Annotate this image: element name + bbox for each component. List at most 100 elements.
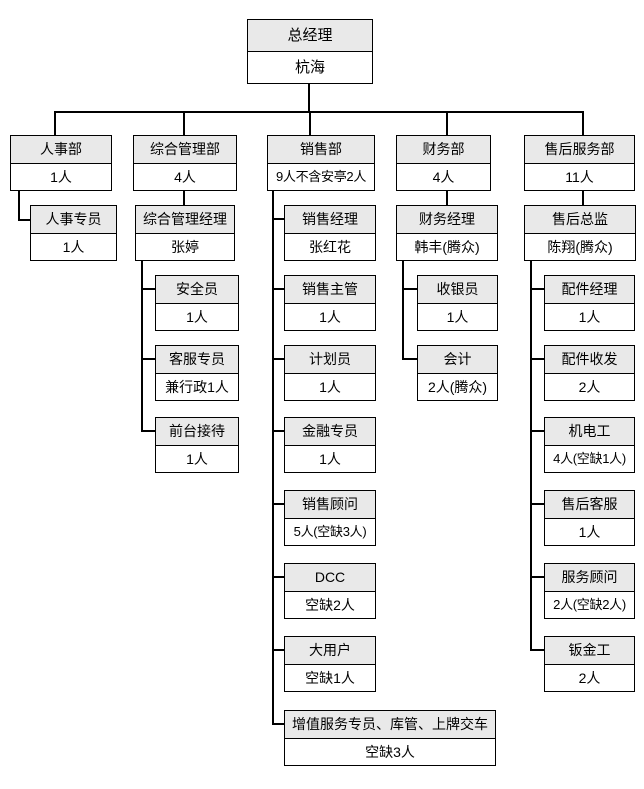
node-value: 1人 [156,446,238,472]
node-value: 4人 [397,164,490,190]
connector-line [530,649,544,651]
node-value: 空缺1人 [285,665,375,691]
org-node-aftersales-director: 售后总监 陈翔(腾众) [524,205,636,261]
connector-line [446,191,448,205]
org-node-aftersales-dept: 售后服务部 11人 [524,135,635,191]
node-title: 安全员 [156,276,238,304]
connector-line [582,111,584,135]
org-node-accountant: 会计 2人(腾众) [417,345,498,401]
org-node-receptionist: 前台接待 1人 [155,417,239,473]
node-title: 售后服务部 [525,136,634,164]
org-node-hr-specialist: 人事专员 1人 [30,205,117,261]
connector-line [530,503,544,505]
node-title: 增值服务专员、库管、上牌交车 [285,711,495,739]
node-title: 配件经理 [545,276,634,304]
connector-line [530,358,544,360]
node-title: 销售主管 [285,276,375,304]
connector-line [402,358,417,360]
node-value: 5人(空缺3人) [285,519,375,545]
node-title: 会计 [418,346,497,374]
org-node-customer-service: 客服专员 兼行政1人 [155,345,239,401]
org-node-sales-supervisor: 销售主管 1人 [284,275,376,331]
node-title: 综合管理经理 [136,206,234,234]
connector-line [530,261,532,651]
node-value: 韩丰(腾众) [397,234,497,260]
connector-line [309,111,311,135]
node-title: 钣金工 [545,637,634,665]
node-title: 销售顾问 [285,491,375,519]
connector-line [183,191,185,205]
node-title: 人事专员 [31,206,116,234]
connector-line [272,191,274,725]
node-value: 4人 [134,164,236,190]
connector-line [530,430,544,432]
node-value: 陈翔(腾众) [525,234,635,260]
node-title: 总经理 [248,20,372,52]
connector-line [141,261,143,432]
node-title: 机电工 [545,418,634,446]
org-node-value-added-services: 增值服务专员、库管、上牌交车 空缺3人 [284,710,496,766]
org-node-admin-dept: 综合管理部 4人 [133,135,237,191]
node-value: 1人 [156,304,238,330]
org-node-key-account: 大用户 空缺1人 [284,636,376,692]
node-value: 1人 [11,164,111,190]
node-value: 张红花 [285,234,375,260]
org-node-sales-consultant: 销售顾问 5人(空缺3人) [284,490,376,546]
org-node-general-manager: 总经理 杭海 [247,19,373,84]
connector-line [54,111,56,135]
node-title: 计划员 [285,346,375,374]
connector-line [402,261,404,360]
connector-line [272,723,284,725]
node-title: 收银员 [418,276,497,304]
node-value: 空缺3人 [285,739,495,765]
node-title: 财务经理 [397,206,497,234]
org-node-safety-officer: 安全员 1人 [155,275,239,331]
node-value: 兼行政1人 [156,374,238,400]
node-value: 1人 [545,519,634,545]
node-value: 张婷 [136,234,234,260]
org-node-mechanic: 机电工 4人(空缺1人) [544,417,635,473]
connector-line [402,288,417,290]
node-value: 1人 [545,304,634,330]
node-title: 金融专员 [285,418,375,446]
node-title: 人事部 [11,136,111,164]
connector-line [272,503,284,505]
connector-line [272,576,284,578]
node-title: 综合管理部 [134,136,236,164]
connector-line [183,111,185,135]
node-value: 2人 [545,665,634,691]
connector-line [530,576,544,578]
node-value: 9人不含安亭2人 [268,164,374,190]
org-node-sales-manager: 销售经理 张红花 [284,205,376,261]
org-node-dcc: DCC 空缺2人 [284,563,376,619]
org-node-sales-dept: 销售部 9人不含安亭2人 [267,135,375,191]
org-node-finance-specialist: 金融专员 1人 [284,417,376,473]
node-value: 4人(空缺1人) [545,446,634,472]
node-title: DCC [285,564,375,592]
node-title: 前台接待 [156,418,238,446]
org-node-finance-manager: 财务经理 韩丰(腾众) [396,205,498,261]
node-value: 1人 [31,234,116,260]
node-value: 1人 [285,304,375,330]
connector-line [18,219,30,221]
connector-line [272,218,284,220]
node-title: 财务部 [397,136,490,164]
org-node-hr-dept: 人事部 1人 [10,135,112,191]
connector-line [582,191,584,205]
node-title: 售后总监 [525,206,635,234]
node-title: 销售部 [268,136,374,164]
node-title: 售后客服 [545,491,634,519]
node-value: 1人 [285,446,375,472]
node-value: 2人(空缺2人) [545,592,634,618]
org-node-planner: 计划员 1人 [284,345,376,401]
connector-line [141,288,155,290]
org-node-parts-clerk: 配件收发 2人 [544,345,635,401]
connector-line [272,430,284,432]
node-value: 11人 [525,164,634,190]
node-title: 配件收发 [545,346,634,374]
org-node-cashier: 收银员 1人 [417,275,498,331]
node-value: 2人(腾众) [418,374,497,400]
node-value: 空缺2人 [285,592,375,618]
connector-line [446,111,448,135]
